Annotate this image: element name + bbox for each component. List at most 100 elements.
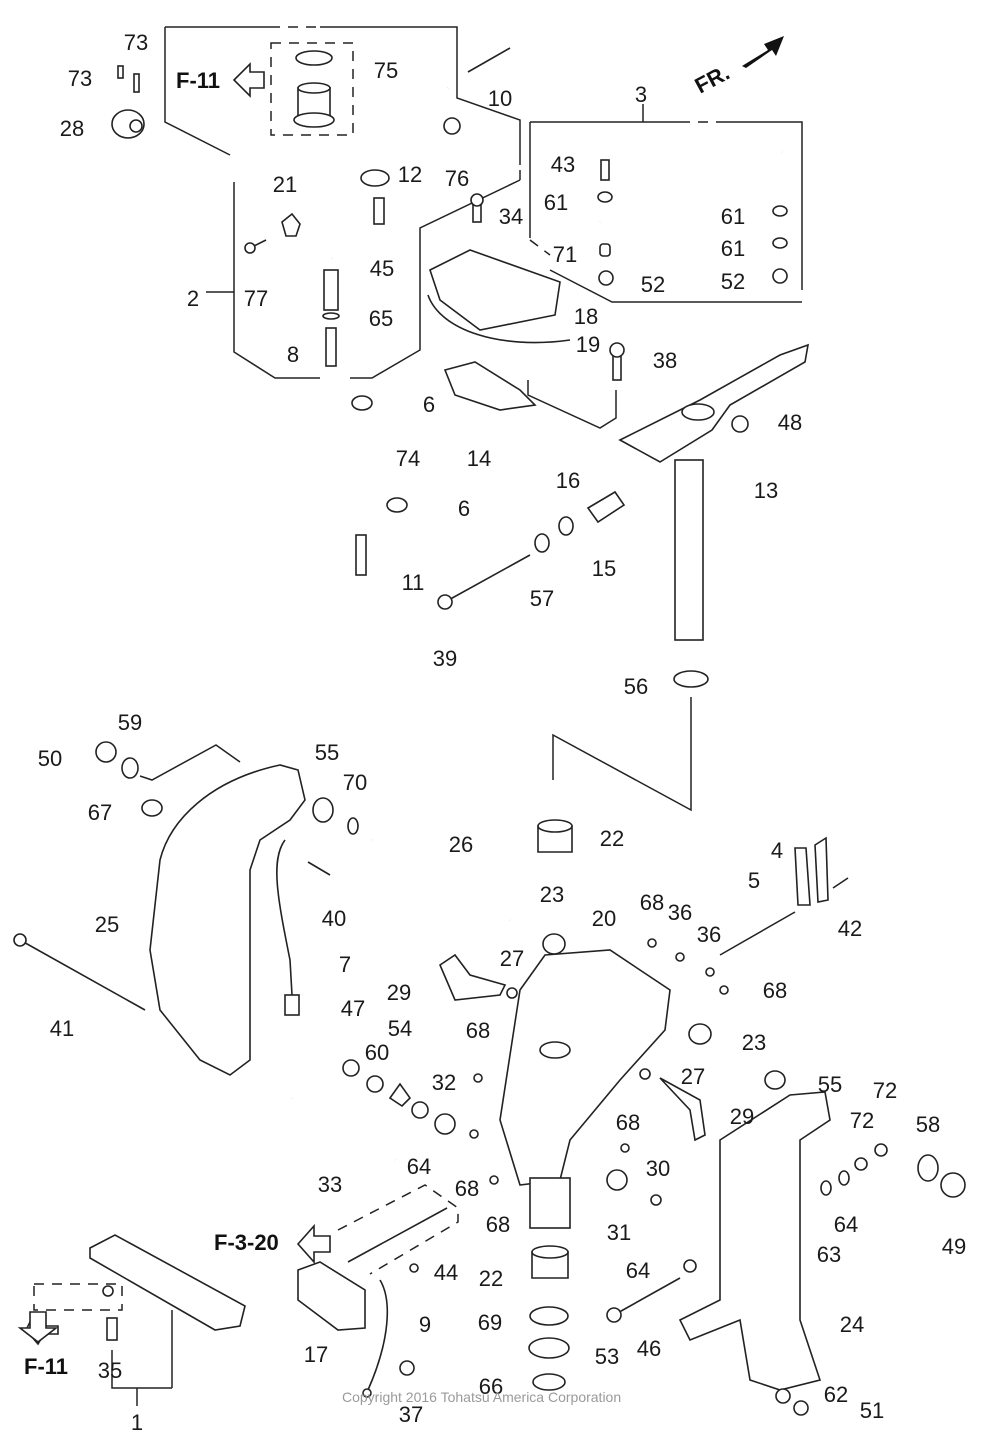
- callout-part-61: 61: [721, 204, 745, 229]
- callout-part-45: 45: [370, 256, 394, 281]
- front-label: FR.: [691, 60, 734, 99]
- callout-part-3: 3: [635, 82, 647, 107]
- callout-part-27: 27: [681, 1064, 705, 1089]
- callout-part-31: 31: [607, 1220, 631, 1245]
- callout-part-77: 77: [244, 286, 268, 311]
- reference-label[interactable]: F-11: [24, 1354, 68, 1379]
- callout-part-33: 33: [318, 1172, 342, 1197]
- callout-part-8: 8: [287, 342, 299, 367]
- copyright-text: Copyright 2016 Tohatsu America Corporati…: [342, 1389, 621, 1405]
- callout-part-40: 40: [322, 906, 346, 931]
- callout-part-63: 63: [817, 1242, 841, 1267]
- callout-part-52: 52: [641, 272, 665, 297]
- callout-part-12: 12: [398, 162, 422, 187]
- callout-part-43: 43: [551, 152, 575, 177]
- callout-part-14: 14: [467, 446, 491, 471]
- callout-part-34: 34: [499, 204, 523, 229]
- callout-part-55: 55: [818, 1072, 842, 1097]
- callout-part-9: 9: [419, 1312, 431, 1337]
- callout-part-2: 2: [187, 286, 199, 311]
- callout-part-13: 13: [754, 478, 778, 503]
- callout-part-11: 11: [402, 570, 425, 595]
- callout-part-27: 27: [500, 946, 524, 971]
- callout-part-46: 46: [637, 1336, 661, 1361]
- callout-part-32: 32: [432, 1070, 456, 1095]
- callout-part-57: 57: [530, 586, 554, 611]
- callout-part-68: 68: [640, 890, 664, 915]
- callout-part-18: 18: [574, 304, 598, 329]
- callout-part-35: 35: [98, 1358, 122, 1383]
- callout-part-76: 76: [445, 166, 469, 191]
- callout-part-53: 53: [595, 1344, 619, 1369]
- callout-part-28: 28: [60, 116, 84, 141]
- callout-part-39: 39: [433, 646, 457, 671]
- callout-part-17: 17: [304, 1342, 328, 1367]
- callout-part-5: 5: [748, 868, 760, 893]
- callout-part-70: 70: [343, 770, 367, 795]
- callout-part-23: 23: [742, 1030, 766, 1055]
- callout-part-64: 64: [626, 1258, 650, 1283]
- front-arrow-icon: [742, 36, 784, 68]
- callout-part-65: 65: [369, 306, 393, 331]
- callout-part-25: 25: [95, 912, 119, 937]
- callout-part-60: 60: [365, 1040, 389, 1065]
- callout-part-6: 6: [458, 496, 470, 521]
- reference-label[interactable]: F-3-20: [214, 1230, 279, 1255]
- callout-part-23: 23: [540, 882, 564, 907]
- parts-drawings: [13, 47, 966, 1416]
- callout-part-29: 29: [387, 980, 411, 1005]
- callout-part-4: 4: [771, 838, 783, 863]
- callout-part-38: 38: [653, 348, 677, 373]
- callout-part-73: 73: [124, 30, 148, 55]
- callout-part-20: 20: [592, 906, 616, 931]
- callout-part-68: 68: [616, 1110, 640, 1135]
- reference-label[interactable]: F-11: [176, 68, 220, 93]
- callout-part-49: 49: [942, 1234, 966, 1259]
- callout-part-51: 51: [860, 1398, 884, 1423]
- inset-box-f11-top: [270, 42, 354, 136]
- callout-part-52: 52: [721, 269, 745, 294]
- reference-f3-20[interactable]: F-3-20: [214, 1223, 331, 1265]
- callout-part-64: 64: [407, 1154, 431, 1179]
- callout-part-71: 71: [553, 242, 577, 267]
- callout-part-22: 22: [479, 1266, 503, 1291]
- callout-part-62: 62: [824, 1382, 848, 1407]
- callout-part-64: 64: [834, 1212, 858, 1237]
- callout-part-26: 26: [449, 832, 473, 857]
- callout-part-7: 7: [339, 952, 351, 977]
- callout-part-50: 50: [38, 746, 62, 771]
- callout-part-72: 72: [850, 1108, 874, 1133]
- callout-part-1: 1: [131, 1410, 143, 1435]
- callout-part-59: 59: [118, 710, 142, 735]
- callout-part-22: 22: [600, 826, 624, 851]
- callout-part-58: 58: [916, 1112, 940, 1137]
- callout-part-56: 56: [624, 674, 648, 699]
- callout-part-55: 55: [315, 740, 339, 765]
- callout-part-72: 72: [873, 1078, 897, 1103]
- callout-part-68: 68: [466, 1018, 490, 1043]
- reference-f11-bottom[interactable]: F-11: [17, 1311, 68, 1379]
- callout-part-15: 15: [592, 556, 616, 581]
- callout-part-19: 19: [576, 332, 600, 357]
- callout-part-21: 21: [273, 172, 297, 197]
- callout-part-24: 24: [840, 1312, 864, 1337]
- callout-part-47: 47: [341, 996, 365, 1021]
- callout-part-68: 68: [486, 1212, 510, 1237]
- group-frame-2: [164, 26, 521, 379]
- callout-part-61: 61: [721, 236, 745, 261]
- callout-part-68: 68: [455, 1176, 479, 1201]
- callout-part-42: 42: [838, 916, 862, 941]
- callout-part-37: 37: [399, 1402, 423, 1427]
- callout-part-73: 73: [68, 66, 92, 91]
- front-indicator: FR.: [691, 36, 784, 98]
- callout-part-69: 69: [478, 1310, 502, 1335]
- callout-part-36: 36: [668, 900, 692, 925]
- callout-part-44: 44: [434, 1260, 458, 1285]
- callout-part-54: 54: [388, 1016, 412, 1041]
- reference-f11-top[interactable]: F-11: [176, 62, 265, 98]
- callout-part-36: 36: [697, 922, 721, 947]
- callout-part-10: 10: [488, 86, 512, 111]
- callout-part-41: 41: [50, 1016, 74, 1041]
